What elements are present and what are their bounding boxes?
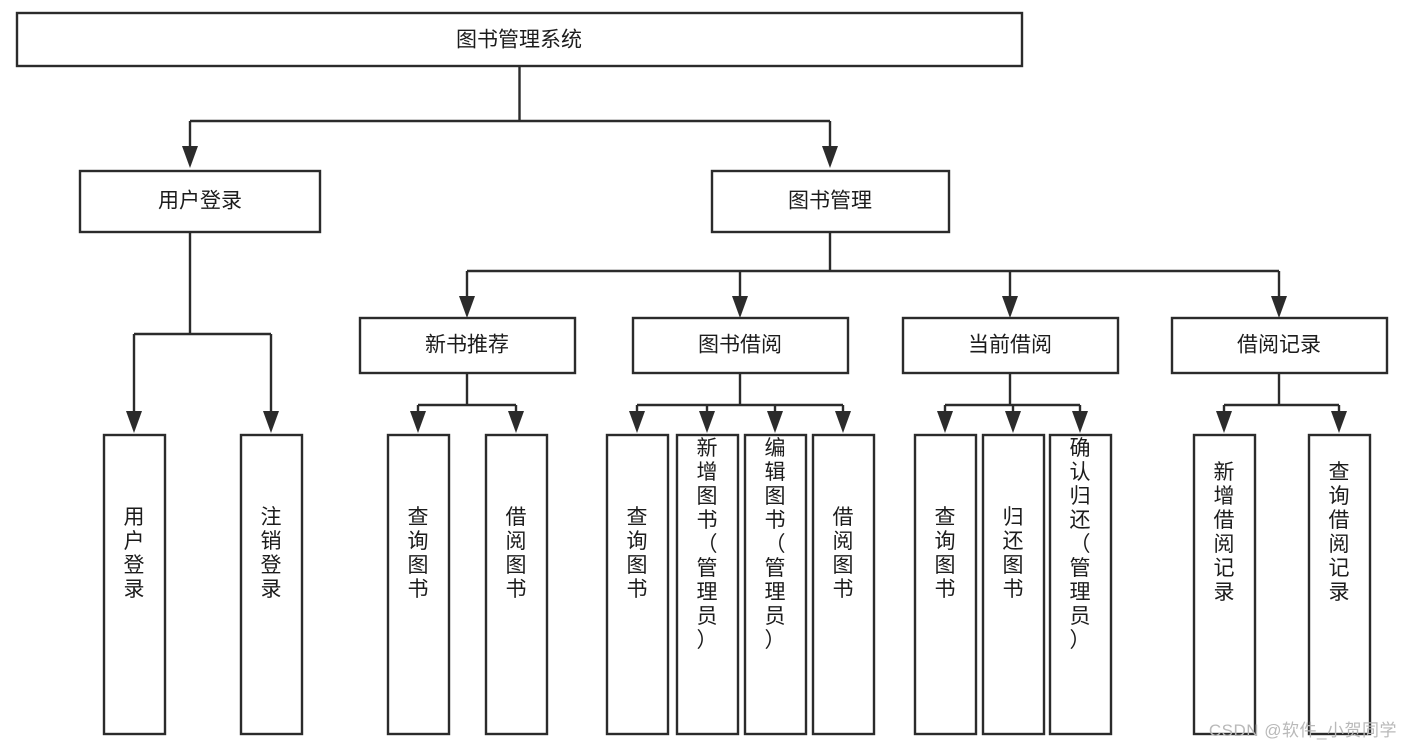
arrow-head-leaf-borrow-book-1 <box>508 411 524 433</box>
node-leaf-borrow-book-2-box[interactable] <box>811 433 876 736</box>
node-leaf-confirm-return-box[interactable] <box>1048 433 1113 736</box>
arrow-head-book-manage <box>822 146 838 168</box>
node-user-login[interactable]: 用户登录 <box>78 169 322 234</box>
node-leaf-add-record-label: 新增借阅记录 <box>1214 461 1235 604</box>
arrow-head-leaf-edit-book <box>767 411 783 433</box>
node-leaf-query-book-1[interactable]: 查询图书 <box>386 433 451 736</box>
connector-group-new-book-rec <box>410 373 524 433</box>
node-root[interactable]: 图书管理系统 <box>15 11 1024 68</box>
arrow-head-borrow-record <box>1271 296 1287 318</box>
node-book-manage[interactable]: 图书管理 <box>710 169 951 234</box>
node-leaf-return-book-label: 归还图书 <box>1003 506 1024 601</box>
arrow-head-leaf-logout <box>263 411 279 433</box>
node-borrow-record-label: 借阅记录 <box>1237 334 1321 357</box>
arrow-head-leaf-query-record <box>1331 411 1347 433</box>
node-leaf-borrow-book-1-label: 借阅图书 <box>506 506 527 601</box>
node-leaf-query-book-3-label: 查询图书 <box>935 506 956 601</box>
node-leaf-query-book-3-box[interactable] <box>913 433 978 736</box>
arrow-head-book-borrow <box>732 296 748 318</box>
node-current-borrow-label: 当前借阅 <box>968 334 1052 357</box>
node-leaf-logout-box[interactable] <box>239 433 304 736</box>
node-new-book-rec-box[interactable] <box>358 316 577 375</box>
node-leaf-add-record-box[interactable] <box>1192 433 1257 736</box>
arrow-head-leaf-query-book-1 <box>410 411 426 433</box>
arrow-head-leaf-user-login <box>126 411 142 433</box>
node-leaf-user-login-box[interactable] <box>102 433 167 736</box>
node-book-borrow[interactable]: 图书借阅 <box>631 316 850 375</box>
node-leaf-borrow-book-2-label: 借阅图书 <box>833 506 854 601</box>
arrow-head-leaf-query-book-2 <box>629 411 645 433</box>
arrow-head-user-login <box>182 146 198 168</box>
csdn-watermark: CSDN @软件_小贺同学 <box>1208 721 1397 740</box>
node-borrow-record[interactable]: 借阅记录 <box>1170 316 1389 375</box>
node-leaf-logout[interactable]: 注销登录 <box>239 433 304 736</box>
connector-group-book-manage <box>459 232 1287 318</box>
node-leaf-borrow-book-2[interactable]: 借阅图书 <box>811 433 876 736</box>
arrow-head-new-book-rec <box>459 296 475 318</box>
node-leaf-edit-book[interactable]: 编辑图书（管理员） <box>743 433 808 736</box>
node-leaf-edit-book-label: 编辑图书（管理员） <box>765 437 786 652</box>
node-leaf-add-record[interactable]: 新增借阅记录 <box>1192 433 1257 736</box>
node-leaf-query-record[interactable]: 查询借阅记录 <box>1307 433 1372 736</box>
node-leaf-query-book-2-label: 查询图书 <box>627 506 648 601</box>
node-leaf-edit-book-box[interactable] <box>743 433 808 736</box>
node-leaf-query-book-1-box[interactable] <box>386 433 451 736</box>
node-leaf-user-login-label: 用户登录 <box>124 506 145 601</box>
node-leaf-query-book-2[interactable]: 查询图书 <box>605 433 670 736</box>
node-borrow-record-box[interactable] <box>1170 316 1389 375</box>
node-leaf-return-book[interactable]: 归还图书 <box>981 433 1046 736</box>
node-root-box[interactable] <box>15 11 1024 68</box>
arrow-head-leaf-return-book <box>1005 411 1021 433</box>
node-leaf-query-book-2-box[interactable] <box>605 433 670 736</box>
arrow-head-current-borrow <box>1002 296 1018 318</box>
node-book-borrow-label: 图书借阅 <box>698 334 782 357</box>
node-book-manage-label: 图书管理 <box>788 190 872 213</box>
node-leaf-query-book-3[interactable]: 查询图书 <box>913 433 978 736</box>
node-leaf-confirm-return-label: 确认归还（管理员） <box>1070 437 1091 652</box>
node-book-borrow-box[interactable] <box>631 316 850 375</box>
arrow-head-leaf-add-record <box>1216 411 1232 433</box>
node-user-login-box[interactable] <box>78 169 322 234</box>
node-leaf-add-book-label: 新增图书（管理员） <box>697 437 718 652</box>
node-book-manage-box[interactable] <box>710 169 951 234</box>
node-leaf-query-record-box[interactable] <box>1307 433 1372 736</box>
arrow-head-leaf-borrow-book-2 <box>835 411 851 433</box>
node-leaf-user-login[interactable]: 用户登录 <box>102 433 167 736</box>
connector-group-borrow-record <box>1216 373 1347 433</box>
node-current-borrow-box[interactable] <box>901 316 1120 375</box>
node-leaf-query-record-label: 查询借阅记录 <box>1329 461 1350 604</box>
node-new-book-rec-label: 新书推荐 <box>425 334 509 357</box>
node-leaf-add-book[interactable]: 新增图书（管理员） <box>675 433 740 736</box>
connector-group-user-login <box>126 232 279 433</box>
node-leaf-borrow-book-1[interactable]: 借阅图书 <box>484 433 549 736</box>
node-leaf-add-book-box[interactable] <box>675 433 740 736</box>
arrow-head-leaf-add-book <box>699 411 715 433</box>
node-root-label: 图书管理系统 <box>456 29 582 52</box>
node-current-borrow[interactable]: 当前借阅 <box>901 316 1120 375</box>
node-leaf-borrow-book-1-box[interactable] <box>484 433 549 736</box>
node-leaf-logout-label: 注销登录 <box>261 506 282 601</box>
node-new-book-rec[interactable]: 新书推荐 <box>358 316 577 375</box>
arrow-head-leaf-confirm-return <box>1072 411 1088 433</box>
node-leaf-return-book-box[interactable] <box>981 433 1046 736</box>
node-leaf-confirm-return[interactable]: 确认归还（管理员） <box>1048 433 1113 736</box>
node-leaf-query-book-1-label: 查询图书 <box>408 506 429 601</box>
connector-group-book-borrow <box>629 373 851 433</box>
arrow-head-leaf-query-book-3 <box>937 411 953 433</box>
connector-group-current-borrow <box>937 373 1088 433</box>
node-user-login-label: 用户登录 <box>158 190 242 213</box>
connector-group-root <box>182 66 838 168</box>
